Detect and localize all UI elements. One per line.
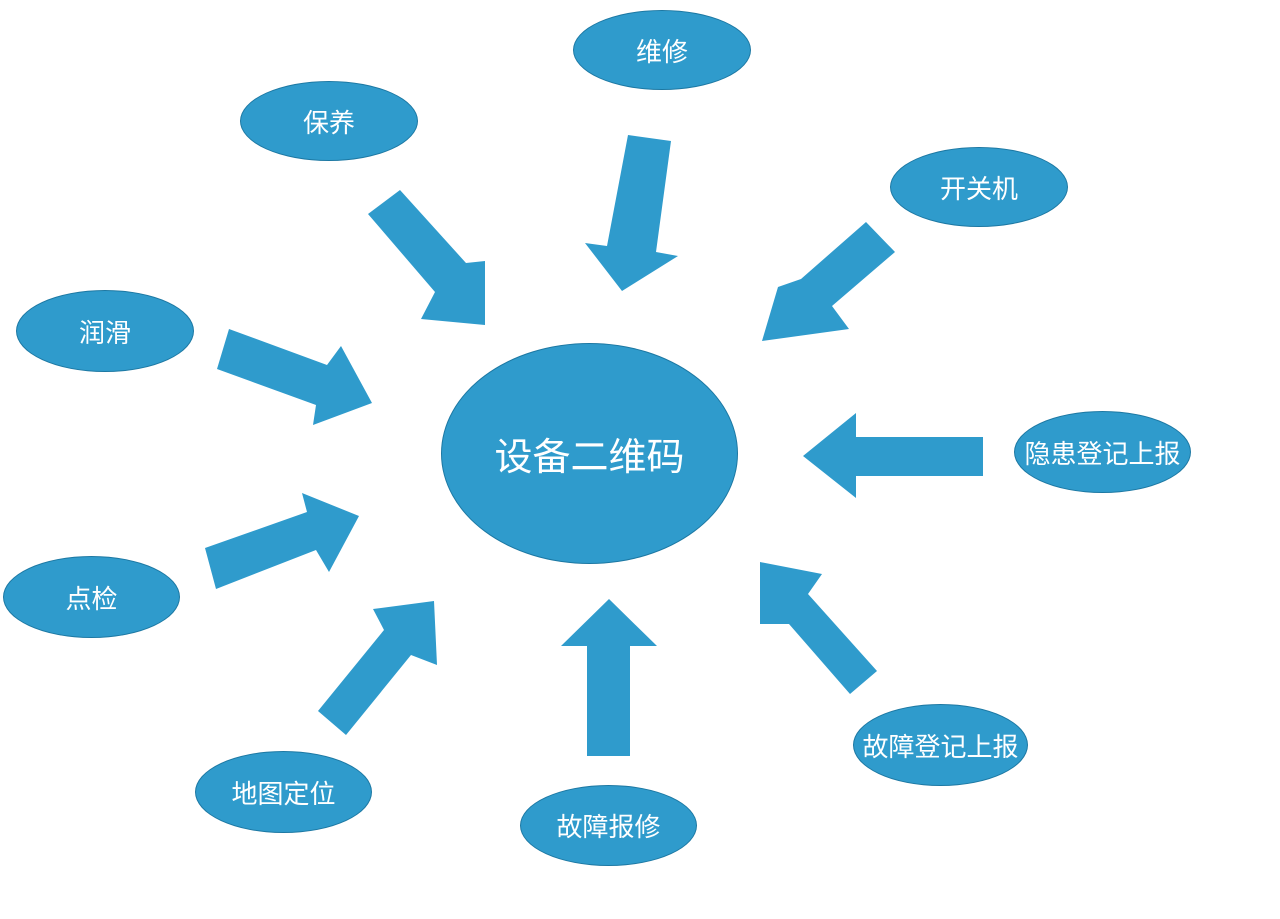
arrow-yinhuan-to-center	[803, 413, 983, 498]
center-node: 设备二维码	[441, 343, 738, 564]
arrow-baoyang-to-center	[368, 190, 485, 325]
node-guzhang-baoxiu: 故障报修	[520, 785, 697, 866]
arrow-runhua-to-center	[217, 329, 372, 425]
arrow-weixiu-to-center	[585, 135, 678, 291]
node-weixiu: 维修	[573, 10, 751, 90]
node-dianjian: 点检	[3, 556, 180, 638]
node-weixiu-label: 维修	[635, 37, 688, 68]
node-guzhang-dengji-label: 故障登记上报	[862, 732, 1019, 763]
arrow-ditu-to-center	[318, 601, 437, 735]
arrow-guzhang-baoxiu-to-center	[561, 599, 657, 756]
node-yinhuan: 隐患登记上报	[1014, 411, 1191, 493]
node-ditu: 地图定位	[195, 751, 372, 833]
center-node-label: 设备二维码	[494, 435, 685, 479]
arrow-guzhang-dengji-to-center	[760, 562, 877, 694]
node-dianjian-label: 点检	[65, 584, 118, 615]
arrow-kaiguanji-to-center	[762, 222, 895, 341]
node-guzhang-dengji: 故障登记上报	[853, 704, 1028, 786]
node-baoyang: 保养	[240, 81, 418, 161]
node-kaiguanji-label: 开关机	[939, 174, 1018, 205]
node-runhua: 润滑	[16, 290, 194, 372]
arrow-dianjian-to-center	[205, 493, 359, 589]
node-kaiguanji: 开关机	[890, 147, 1068, 227]
node-yinhuan-label: 隐患登记上报	[1024, 439, 1181, 470]
node-runhua-label: 润滑	[78, 318, 131, 349]
node-guzhang-baoxiu-label: 故障报修	[556, 813, 661, 843]
node-baoyang-label: 保养	[302, 108, 355, 139]
node-ditu-label: 地图定位	[231, 779, 336, 810]
